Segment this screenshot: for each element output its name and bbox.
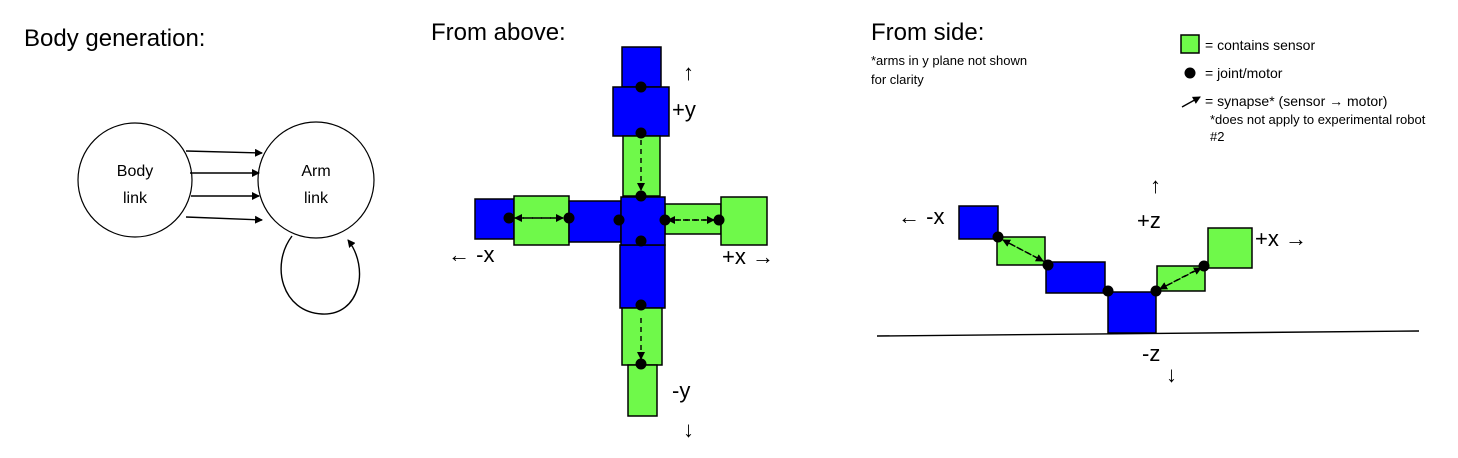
arm-link-node [257,121,375,239]
side-left-block-inner [1045,261,1106,294]
above-plus-y-label: +y [672,97,696,122]
side-synapse-left-b [1002,239,1044,262]
left-sensor-block [513,195,570,246]
joint-icon [563,212,575,224]
left-block-inner [568,200,622,243]
side-note-line-2: for clarity [871,72,924,87]
right-sensor-block-outer [720,196,768,246]
body-to-arm-edge-4 [185,215,263,224]
joint-icon [1102,285,1114,297]
joint-icon [992,231,1004,243]
joint-icon [635,299,647,311]
body-link-label-2: link [123,190,148,207]
legend-joint-icon [1184,67,1196,79]
legend-sensor-label: = contains sensor [1205,37,1315,53]
body-generation-title: Body generation: [24,25,205,52]
joint-icon [635,235,647,247]
joint-icon [1198,260,1210,272]
top-block-upper [621,46,662,88]
joint-icon [659,214,671,226]
joint-icon [1042,259,1054,271]
arm-self-loop-edge [280,235,361,315]
side-down-arrow-icon: ↓ [1166,362,1177,387]
legend-note-line-1: *does not apply to experimental robot [1210,112,1426,127]
bottom-sensor-block-lower [627,364,658,417]
body-to-arm-edge-1 [185,148,263,157]
above-minus-x-label: ← -x [448,242,494,267]
joint-icon [635,190,647,202]
side-up-arrow-icon: ↑ [1150,173,1161,198]
arm-link-label-2: link [304,190,329,207]
joint-icon [635,81,647,93]
side-synapse-left-a [1002,239,1046,263]
joint-icon [613,214,625,226]
joint-icon [713,214,725,226]
right-sensor-block-inner [664,203,722,235]
bottom-block [619,244,666,309]
above-up-arrow-icon: ↑ [683,60,694,85]
arm-link-label-1: Arm [301,163,330,180]
body-link-label-1: Body [117,163,153,180]
side-center-block [1107,291,1157,334]
legend-synapse-arrow-icon [1181,96,1201,108]
joint-icon [503,212,515,224]
side-minus-x-label: ← -x [898,204,944,229]
from-above-title: From above: [431,19,566,46]
joint-icon [635,358,647,370]
side-minus-z-label: -z [1142,341,1160,366]
legend-note-line-2: #2 [1210,129,1224,144]
side-plus-z-label: +z [1137,208,1161,233]
joint-icon [635,127,647,139]
side-left-block-outer [958,205,999,240]
side-note-line-1: *arms in y plane not shown [871,53,1027,68]
from-side-title: From side: [871,19,984,46]
side-right-sensor-block-outer [1207,227,1253,269]
bottom-sensor-block-upper [621,307,663,366]
side-synapse-right-b [1159,267,1202,290]
joint-icon [1150,285,1162,297]
side-plus-x-label: +x → [1255,226,1307,251]
side-synapse-right-a [1159,266,1203,290]
legend-synapse-label: = synapse* (sensor → motor) [1205,93,1387,109]
legend-sensor-swatch [1180,34,1200,54]
above-down-arrow-icon: ↓ [683,417,694,442]
legend-joint-label: = joint/motor [1205,65,1283,81]
above-plus-x-label: +x → [722,244,774,269]
body-link-node [77,122,193,238]
above-minus-y-label: -y [672,378,690,403]
